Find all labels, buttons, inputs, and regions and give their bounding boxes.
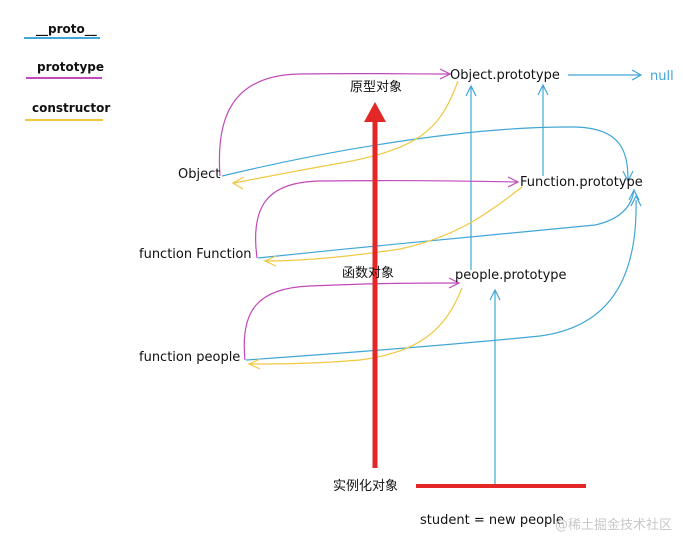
proto-arrowhead-student	[489, 288, 501, 301]
prototype-arrowhead-object	[439, 68, 452, 80]
legend-proto-swatch	[24, 37, 100, 39]
constructor-links	[231, 80, 523, 370]
watermark: @稀土掘金技术社区	[555, 518, 673, 533]
legend-constructor-swatch	[25, 119, 103, 121]
proto-link-function-people-to-function-prototype	[245, 199, 637, 361]
constructor-arrowhead-object	[231, 176, 245, 190]
node-object: Object	[178, 167, 221, 182]
emphasis-arrowhead	[364, 102, 386, 122]
prototype-arrowhead-function	[507, 176, 520, 188]
legend-prototype-swatch	[26, 77, 102, 79]
constructor-arrowhead-function	[263, 255, 277, 267]
emphasis-marks	[364, 102, 586, 488]
proto-arrowhead-function-function	[628, 188, 640, 201]
proto-link-function-function-to-function-prototype	[257, 189, 635, 259]
prototype-links	[218, 68, 520, 361]
legend-prototype-label: prototype	[37, 60, 105, 74]
prototype-link-function	[255, 179, 518, 259]
node-people-prototype: people.prototype	[455, 268, 567, 283]
label-prototype-objects: 原型对象	[350, 80, 403, 95]
legend-proto-label: __proto__	[36, 22, 97, 36]
proto-arrowhead-null	[631, 69, 643, 81]
constructor-link-function	[265, 186, 523, 262]
label-function-objects: 函数对象	[342, 266, 395, 281]
node-object-prototype: Object.prototype	[450, 68, 560, 83]
proto-links	[221, 69, 643, 486]
node-function-prototype: Function.prototype	[520, 175, 643, 190]
constructor-arrowhead-people	[247, 358, 261, 370]
proto-arrowhead-function-prototype	[537, 83, 549, 96]
node-null: null	[650, 69, 674, 84]
proto-arrowhead-function-people	[630, 194, 642, 207]
legend-constructor-label: constructor	[32, 101, 111, 115]
node-function-people: function people	[139, 350, 241, 365]
constructor-link-object	[233, 80, 459, 184]
constructor-link-people	[249, 287, 463, 365]
node-student: student = new people	[420, 513, 564, 528]
node-function-function: function Function	[139, 247, 252, 262]
prototype-arrowhead-people	[448, 277, 461, 289]
label-instance-objects: 实例化对象	[333, 479, 399, 494]
prototype-link-object	[218, 72, 450, 177]
prototype-link-people	[243, 282, 459, 361]
proto-link-object-to-function-prototype	[221, 126, 629, 181]
proto-arrowhead-object	[622, 170, 634, 183]
proto-arrowhead-people-prototype	[465, 84, 477, 97]
